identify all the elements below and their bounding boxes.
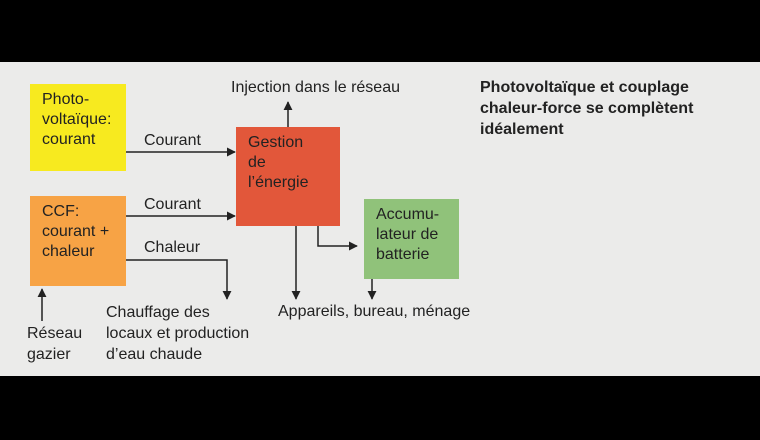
label-reseau-gazier-line-1: Réseau (27, 325, 83, 342)
label-reseau-gazier: Réseau gazier (27, 323, 82, 365)
label-injection: Injection dans le réseau (231, 79, 400, 96)
battery-box: Accumu- lateur de batterie (364, 199, 459, 279)
title-line-3: idéalement (480, 121, 564, 138)
energy-management-line-3: l’énergie (248, 174, 309, 191)
label-appareils: Appareils, bureau, ménage (278, 303, 471, 320)
pv-box-line-3: courant (42, 131, 96, 148)
battery-box-line-3: batterie (376, 246, 430, 263)
ccf-box-line-1: CCF: (42, 203, 80, 220)
pv-box: Photo- voltaïque: courant (30, 84, 126, 171)
label-chauffage: Chauffage des locaux et production d’eau… (106, 302, 249, 365)
ccf-box-line-2: courant + (42, 223, 110, 240)
battery-box-line-1: Accumu- (376, 206, 440, 223)
label-ccf-courant: Courant (144, 196, 201, 213)
title-line-1: Photovoltaïque et couplage (480, 79, 689, 96)
label-pv-courant: Courant (144, 132, 201, 149)
arrow-gestion-to-battery (317, 226, 358, 251)
label-ccf-chaleur: Chaleur (144, 239, 201, 256)
pv-box-line-1: Photo- (42, 91, 90, 108)
label-reseau-gazier-line-2: gazier (27, 346, 71, 363)
ccf-box: CCF: courant + chaleur (30, 196, 126, 286)
title-line-2: chaleur-force se complètent (480, 100, 694, 117)
pv-box-line-2: voltaïque: (42, 111, 112, 128)
arrow-ccf-chaleur-to-chauffage (126, 259, 232, 300)
energy-management-box: Gestion de l’énergie (236, 127, 340, 226)
ccf-box-line-3: chaleur (42, 243, 95, 260)
diagram-title: Photovoltaïque et couplage chaleur-force… (480, 77, 750, 140)
energy-management-line-2: de (248, 154, 266, 171)
label-chauffage-line-2: locaux et production (106, 325, 250, 342)
energy-management-line-1: Gestion (248, 134, 304, 151)
label-chauffage-line-1: Chauffage des (106, 304, 210, 321)
battery-box-line-2: lateur de (376, 226, 439, 243)
label-chauffage-line-3: d’eau chaude (106, 346, 203, 363)
